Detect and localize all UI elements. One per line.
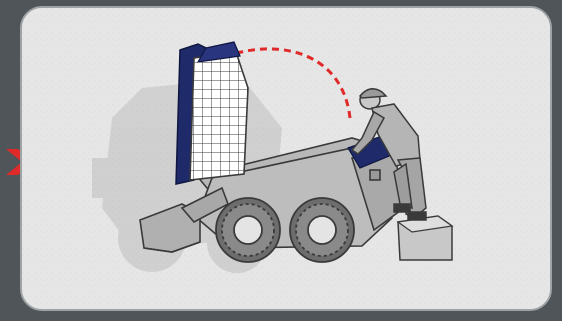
illustration-panel — [20, 6, 552, 311]
skid-steer-illustration — [22, 8, 552, 311]
step-block — [398, 216, 452, 260]
tilted-cab — [176, 42, 248, 184]
